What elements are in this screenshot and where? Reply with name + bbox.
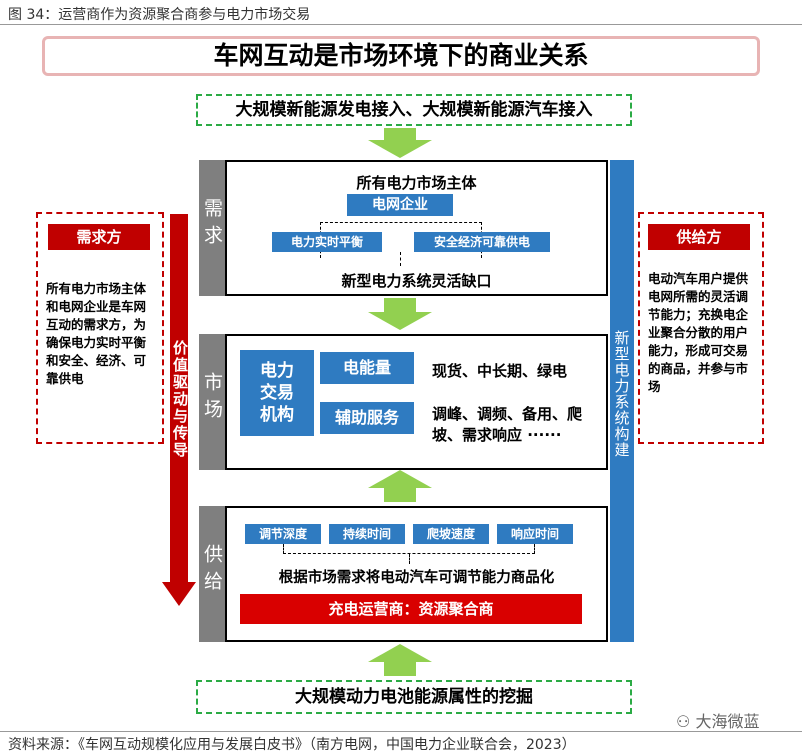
demand-side-text: 所有电力市场主体和电网企业是车网互动的需求方，为确保电力实时平衡和安全、经济、可… bbox=[46, 281, 147, 386]
demand-panel bbox=[225, 160, 608, 296]
energy-box: 电能量 bbox=[320, 352, 414, 384]
ancillary-box: 辅助服务 bbox=[320, 402, 414, 434]
top-divider bbox=[0, 24, 802, 25]
trading-org-box: 电力交易机构 bbox=[240, 350, 314, 436]
down-arrow-icon bbox=[368, 298, 432, 330]
wechat-icon: ⚇ bbox=[676, 712, 691, 731]
figure-caption: 图 34：运营商作为资源聚合商参与电力市场交易 bbox=[8, 7, 311, 23]
supply-desc: 根据市场需求将电动汽车可调节能力商品化 bbox=[278, 570, 555, 586]
demand-connector-stem bbox=[400, 252, 402, 266]
realtime-balance-box: 电力实时平衡 bbox=[272, 232, 382, 252]
grid-company-box: 电网企业 bbox=[347, 194, 453, 216]
energy-desc: 现货、中长期、绿电 bbox=[432, 362, 568, 380]
demand-footer: 新型电力系统灵活缺口 bbox=[341, 272, 492, 290]
supply-side-title: 供给方 bbox=[648, 224, 750, 250]
bottom-divider bbox=[0, 731, 802, 732]
ancillary-desc: 调峰、调频、备用、爬坡、需求响应 ······ bbox=[432, 405, 583, 444]
top-banner: 大规模新能源发电接入、大规模新能源汽车接入 bbox=[196, 94, 632, 126]
safe-supply-box: 安全经济可靠供电 bbox=[414, 232, 550, 252]
watermark-text: 大海微蓝 bbox=[695, 712, 760, 731]
supply-tag: 响应时间 bbox=[497, 524, 573, 544]
supply-side-box bbox=[638, 212, 764, 444]
supply-side-text: 电动汽车用户提供电网所需的灵活调节能力；充换电企业聚合分散的用户能力，形成可交易… bbox=[648, 271, 749, 394]
watermark: ⚇ 大海微蓝 bbox=[676, 708, 759, 732]
demand-side-box bbox=[36, 212, 164, 444]
up-arrow-icon bbox=[368, 644, 432, 676]
supply-tag: 爬坡速度 bbox=[413, 524, 489, 544]
supply-tag: 持续时间 bbox=[329, 524, 405, 544]
demand-heading: 所有电力市场主体 bbox=[356, 174, 477, 192]
aggregator-bar: 充电运营商：资源聚合商 bbox=[240, 594, 582, 624]
up-arrow-icon bbox=[368, 470, 432, 502]
market-side-label: 市场 bbox=[199, 334, 225, 470]
supply-tag: 调节深度 bbox=[245, 524, 321, 544]
source-note: 资料来源：《车网互动规模化应用与发展白皮书》（南方电网，中国电力企业联合会，20… bbox=[8, 737, 576, 753]
value-flow-arrow-icon bbox=[162, 214, 196, 606]
new-power-system-bar: 新型电力系统构建 bbox=[610, 160, 634, 642]
demand-side-label: 需求 bbox=[199, 160, 225, 296]
main-title: 车网互动是市场环境下的商业关系 bbox=[42, 36, 760, 76]
supply-connector-stem bbox=[409, 554, 411, 564]
demand-side-title: 需求方 bbox=[48, 224, 150, 250]
value-arrow-label: 价值驱动与传导 bbox=[171, 340, 189, 459]
down-arrow-icon bbox=[368, 128, 432, 158]
supply-side-label: 供给 bbox=[199, 506, 225, 642]
supply-connector bbox=[283, 544, 535, 554]
bottom-banner: 大规模动力电池能源属性的挖掘 bbox=[196, 680, 632, 714]
